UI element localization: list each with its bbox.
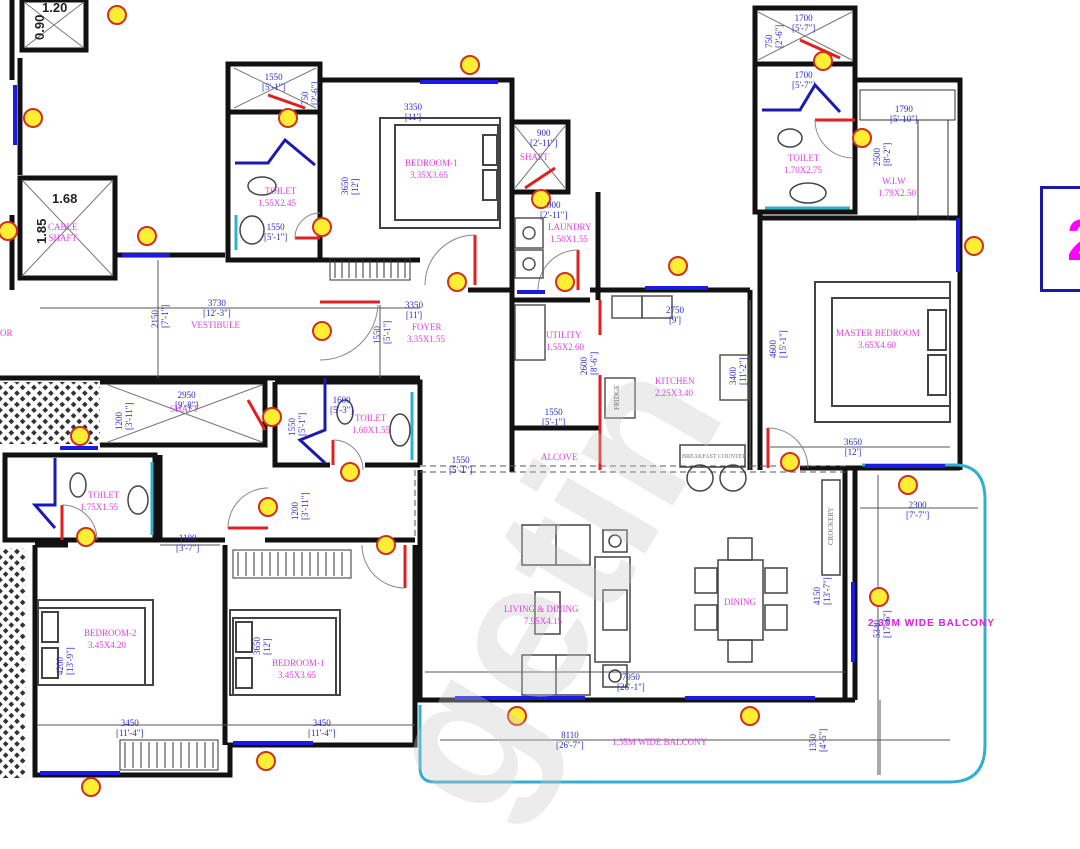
bedroom-1-top-size: 3.35X3.65 bbox=[410, 170, 448, 180]
front-balcony-height-dim: 1350 [4'-5"] bbox=[808, 728, 828, 752]
wiw-height-dim: 2500 [8'-2"] bbox=[872, 142, 892, 166]
kitchen-name: KITCHEN bbox=[655, 376, 695, 386]
living-width-dim: 7950 [26'-1"] bbox=[617, 672, 645, 692]
kitchen-height-dim: 3400 [11'-2"] bbox=[728, 357, 748, 385]
bedroom-2-size: 3.45X4.20 bbox=[88, 640, 126, 650]
shaft-crosses bbox=[21, 1, 853, 443]
utility-name: UTILITY bbox=[546, 330, 582, 340]
cable-shaft-label: CABLE SHAFT bbox=[48, 222, 78, 243]
laundry-width-dim: 900 [2'-11"] bbox=[540, 200, 568, 220]
interior-lines bbox=[38, 260, 978, 775]
toilet-tl-shaft-height-dim: 750 [2'-6"] bbox=[300, 81, 320, 105]
front-balcony-width-dim: 8110 [26'-7"] bbox=[556, 730, 584, 750]
duct-width: 1.20 bbox=[42, 0, 68, 15]
side-balcony-label: 2.30M WIDE BALCONY bbox=[868, 618, 995, 629]
laundry-name: LAUNDRY bbox=[548, 222, 592, 232]
front-balcony-label: 1.35M WIDE BALCONY bbox=[612, 737, 708, 747]
living-height-dim: 4150 [13'-7"] bbox=[812, 577, 832, 605]
foyer-width-dim: 3350 [11'] bbox=[405, 300, 423, 320]
master-shaft-width-dim: 1700 [5'-7"] bbox=[792, 13, 816, 33]
toilet-tl-shaft-width-dim: 1550 [5'-1"] bbox=[262, 72, 286, 92]
kitchen-fixtures bbox=[514, 217, 751, 470]
wardrobe-hatch bbox=[124, 260, 406, 768]
kitchen-size: 2.25X3.40 bbox=[655, 388, 693, 398]
shaft-mid-width-dim: 2950 [9'-8"] bbox=[175, 390, 199, 410]
breakfast-counter-label: BREAKFAST COUNTER bbox=[682, 454, 747, 460]
bedroom-1-bottom-name: BEDROOM-1 bbox=[272, 658, 325, 668]
toilet-left-size: 1.75X1.55 bbox=[80, 502, 118, 512]
vestibule-height-dim: 2150 [7'-1"] bbox=[150, 304, 170, 328]
beds bbox=[37, 117, 951, 696]
bedroom-2-width-dim: 3450 [11'-4"] bbox=[116, 718, 144, 738]
glass-rails bbox=[150, 206, 987, 784]
doors bbox=[60, 38, 855, 589]
unit-tag-number: 2 bbox=[1067, 207, 1080, 274]
bedroom-1-bottom-size: 3.45X3.65 bbox=[278, 670, 316, 680]
wiw-size: 1.79X2.50 bbox=[878, 188, 916, 198]
foyer-height-dim: 1550 [5'-1"] bbox=[372, 320, 392, 344]
toilet-mid-size: 1.60X1.55 bbox=[352, 425, 390, 435]
bedroom-1-bottom-height-dim: 3650 [12'] bbox=[252, 637, 272, 655]
crockery-label: CROCKERY bbox=[827, 507, 835, 545]
unit-tag-box: 2 bbox=[1040, 186, 1080, 292]
wiw-name: W.I.W bbox=[882, 176, 906, 186]
utility-height-dim: 2600 [8'-6"] bbox=[579, 351, 599, 375]
living-furniture bbox=[521, 444, 841, 696]
master-toilet-name: TOILET bbox=[788, 153, 820, 163]
windows bbox=[13, 80, 960, 775]
bedroom-1-bottom-width-dim: 3450 [11'-4"] bbox=[308, 718, 336, 738]
utility-width-dim: 1550 [5'-1"] bbox=[542, 407, 566, 427]
side-balcony-height-dim: 5340 [17'-6"] bbox=[872, 610, 892, 638]
toilet-mid-height-dim: 1550 [5'-1"] bbox=[287, 412, 307, 436]
foyer-name: FOYER bbox=[412, 322, 442, 332]
toilet-tl-name: TOILET bbox=[265, 186, 297, 196]
dining-label: DINING bbox=[724, 597, 756, 607]
master-bedroom-name: MASTER BEDROOM bbox=[836, 328, 920, 338]
toilet-tl-width-dim: 1550 [5'-1"] bbox=[264, 222, 288, 242]
cable-shaft-height: 1.85 bbox=[34, 218, 49, 244]
passage-width-dim: 1100 [3'-7"] bbox=[176, 533, 200, 553]
wiw-width-dim: 1790 [5'-10"] bbox=[890, 104, 918, 124]
foyer-size: 3.35X1.55 bbox=[407, 334, 445, 344]
bedroom-1-top-name: BEDROOM-1 bbox=[405, 158, 458, 168]
living-dining-size: 7.95X4.15 bbox=[524, 616, 562, 626]
shaft-laundry-label: SHAFT bbox=[520, 152, 549, 162]
bedroom-2-height-dim: 4200 [13'-9"] bbox=[55, 647, 75, 675]
duct-height: 0.90 bbox=[32, 14, 47, 40]
shower-screens bbox=[31, 82, 842, 529]
shaft-laundry-width-dim: 900 [2'-11"] bbox=[530, 128, 558, 148]
master-toilet-size: 1.70X2.75 bbox=[784, 165, 822, 175]
corridor-label: OR bbox=[0, 328, 13, 338]
laundry-size: 1.50X1.55 bbox=[550, 234, 588, 244]
master-shaft-height-dim: 750 [2'-6"] bbox=[764, 24, 784, 48]
utility-size: 1.55X2.60 bbox=[546, 342, 584, 352]
master-bedroom-width-dim: 3650 [12'] bbox=[844, 437, 862, 457]
master-bedroom-height-dim: 4600 [15'-1"] bbox=[768, 330, 788, 358]
master-toilet-width-dim: 1700 [5'-7"] bbox=[792, 70, 816, 90]
toilet-fixtures bbox=[69, 128, 827, 515]
kitchen-width-dim: 2750 [9'] bbox=[666, 305, 684, 325]
toilet-mid-name: TOILET bbox=[355, 413, 387, 423]
wardrobes bbox=[119, 89, 956, 771]
toilet-left-name: TOILET bbox=[88, 490, 120, 500]
passage-height-dim: 1200 [3'-11"] bbox=[290, 492, 310, 520]
vestibule-width-dim: 3730 [12'-3"] bbox=[203, 298, 231, 318]
shaft-mid-label: SHAFT bbox=[170, 404, 199, 414]
living-dining-name: LIVING & DINING bbox=[504, 604, 579, 614]
shaft-mid-height-dim: 1200 [3'-11"] bbox=[114, 402, 134, 430]
cable-shaft-width: 1.68 bbox=[52, 191, 78, 206]
bedroom-1-top-height-dim: 3650 [12'] bbox=[340, 177, 360, 195]
fridge-label: FRIDGE bbox=[613, 384, 621, 410]
toilet-mid-width-dim: 1600 [5'-3"] bbox=[330, 395, 354, 415]
alcove-width-dim: 1550 [5'-1"] bbox=[449, 455, 473, 475]
toilet-tl-size: 1.55X2.45 bbox=[258, 198, 296, 208]
hatch-left-bottom bbox=[0, 548, 26, 778]
bedroom-1-top-width-dim: 3350 [11'] bbox=[404, 102, 422, 122]
bedroom-2-name: BEDROOM-2 bbox=[84, 628, 137, 638]
side-balcony-width-dim: 2300 [7'-7"] bbox=[906, 500, 930, 520]
alcove-label: ALCOVE bbox=[541, 452, 578, 462]
master-bedroom-size: 3.65X4.60 bbox=[858, 340, 896, 350]
vestibule-label: VESTIBULE bbox=[191, 320, 240, 330]
